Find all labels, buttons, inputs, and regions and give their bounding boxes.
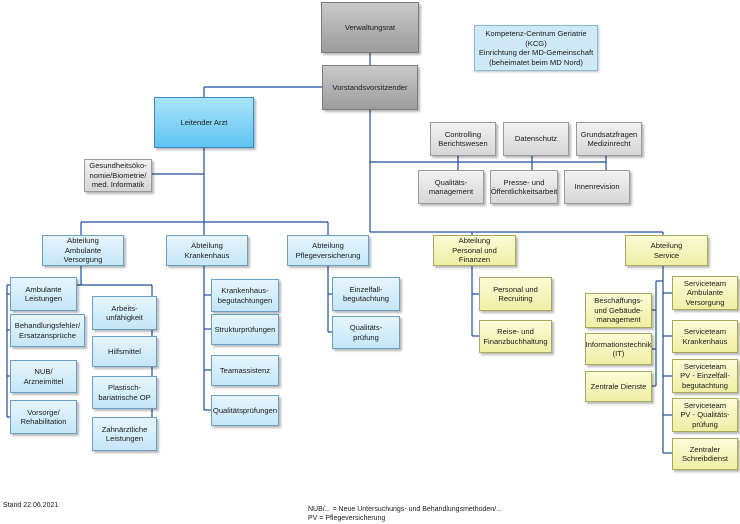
unit-einzelfallbegutachtung: Einzelfall- begutachtung	[332, 277, 400, 311]
datenschutz-box: Datenschutz	[503, 122, 569, 156]
innenrevision-box: Innenrevision	[564, 170, 630, 204]
unit-plastisch-bariatrische-op: Plastisch- bariatrische OP	[92, 376, 157, 409]
unit-zentraler-schreibdienst: Zentraler Schreibdienst	[672, 438, 738, 470]
grundsatzfragen-box: Grundsatzfragen Medizinrecht	[576, 122, 642, 156]
unit-serviceteam-ambulante-versorgung: Serviceteam Ambulante Versorgung	[672, 276, 738, 310]
controlling-box: Controlling Berichtswesen	[430, 122, 496, 156]
unit-zentrale-dienste: Zentrale Dienste	[585, 371, 652, 402]
footnote-pv: PV = Pflegeversicherung	[308, 515, 386, 522]
unit-zahnaerztliche-leistungen: Zahnärztliche Leistungen	[92, 417, 157, 451]
unit-arbeitsunfaehigkeit: Arbeits- unfähigkeit	[92, 296, 157, 330]
presse-box: Presse- und Öffentlichkeitsarbeit	[490, 170, 558, 204]
stand-date: Stand 22.06.2021	[3, 502, 59, 509]
unit-krankenhausbegutachtungen: Krankenhaus- begutachtungen	[211, 279, 279, 312]
unit-hilfsmittel: Hilfsmittel	[92, 336, 157, 367]
vorstandsvorsitzender-box: Vorstandsvorsitzender	[322, 65, 418, 110]
leitender-arzt-box: Leitender Arzt	[154, 97, 254, 148]
footnote-nub: NUB/... = Neue Untersuchungs- und Behand…	[308, 506, 502, 513]
unit-qualitaetspruefung: Qualitäts- prüfung	[332, 316, 400, 349]
kcg-info-box: Kompetenz-Centrum Geriatrie (KCG) Einric…	[474, 25, 598, 71]
department-ambulante-versorgung: Abteilung Ambulante Versorgung	[42, 235, 124, 266]
unit-strukturpruefungen: Strukturprüfungen	[211, 314, 279, 345]
unit-qualitaetspruefungen: Qualitätsprüfungen	[211, 395, 279, 426]
unit-beschaffung-gebaeudemanagement: Beschaffungs- und Gebäude- management	[585, 293, 652, 328]
qualitaetsmanagement-box: Qualitäts- management	[418, 170, 484, 204]
unit-ambulante-leistungen: Ambulante Leistungen	[10, 277, 77, 311]
unit-serviceteam-krankenhaus: Serviceteam Krankenhaus	[672, 320, 738, 353]
unit-serviceteam-pv-einzelfall: Serviceteam PV - Einzelfall- begutachtun…	[672, 359, 738, 393]
department-krankenhaus: Abteilung Krankenhaus	[166, 235, 248, 266]
department-personal-finanzen: Abteilung Personal und Finanzen	[433, 235, 516, 266]
unit-vorsorge-rehabilitation: Vorsorge/ Rehabilitation	[10, 400, 77, 434]
unit-behandlungsfehler: Behandlungsfehler/ Ersatzansprüche	[10, 314, 85, 347]
unit-serviceteam-pv-qualitaet: Serviceteam PV - Qualitäts- prüfung	[672, 398, 738, 432]
unit-reise-finanzbuchhaltung: Reise- und Finanzbuchhaltung	[479, 320, 552, 353]
department-service: Abteilung Service	[625, 235, 708, 266]
department-pflegeversicherung: Abteilung Pflegeversicherung	[287, 235, 369, 266]
unit-informationstechnik: Informationstechnik (IT)	[585, 333, 652, 365]
unit-teamassistenz: Teamassistenz	[211, 355, 279, 386]
unit-personal-recruiting: Personal und Recruiting	[479, 277, 552, 311]
gesundheitsoekonomie-box: Gesundheitsöko- nomie/Biometrie/ med. In…	[84, 159, 152, 192]
verwaltungsrat-box: Verwaltungsrat	[321, 2, 419, 53]
unit-nub-arzneimittel: NUB/ Arzneimittel	[10, 360, 77, 393]
